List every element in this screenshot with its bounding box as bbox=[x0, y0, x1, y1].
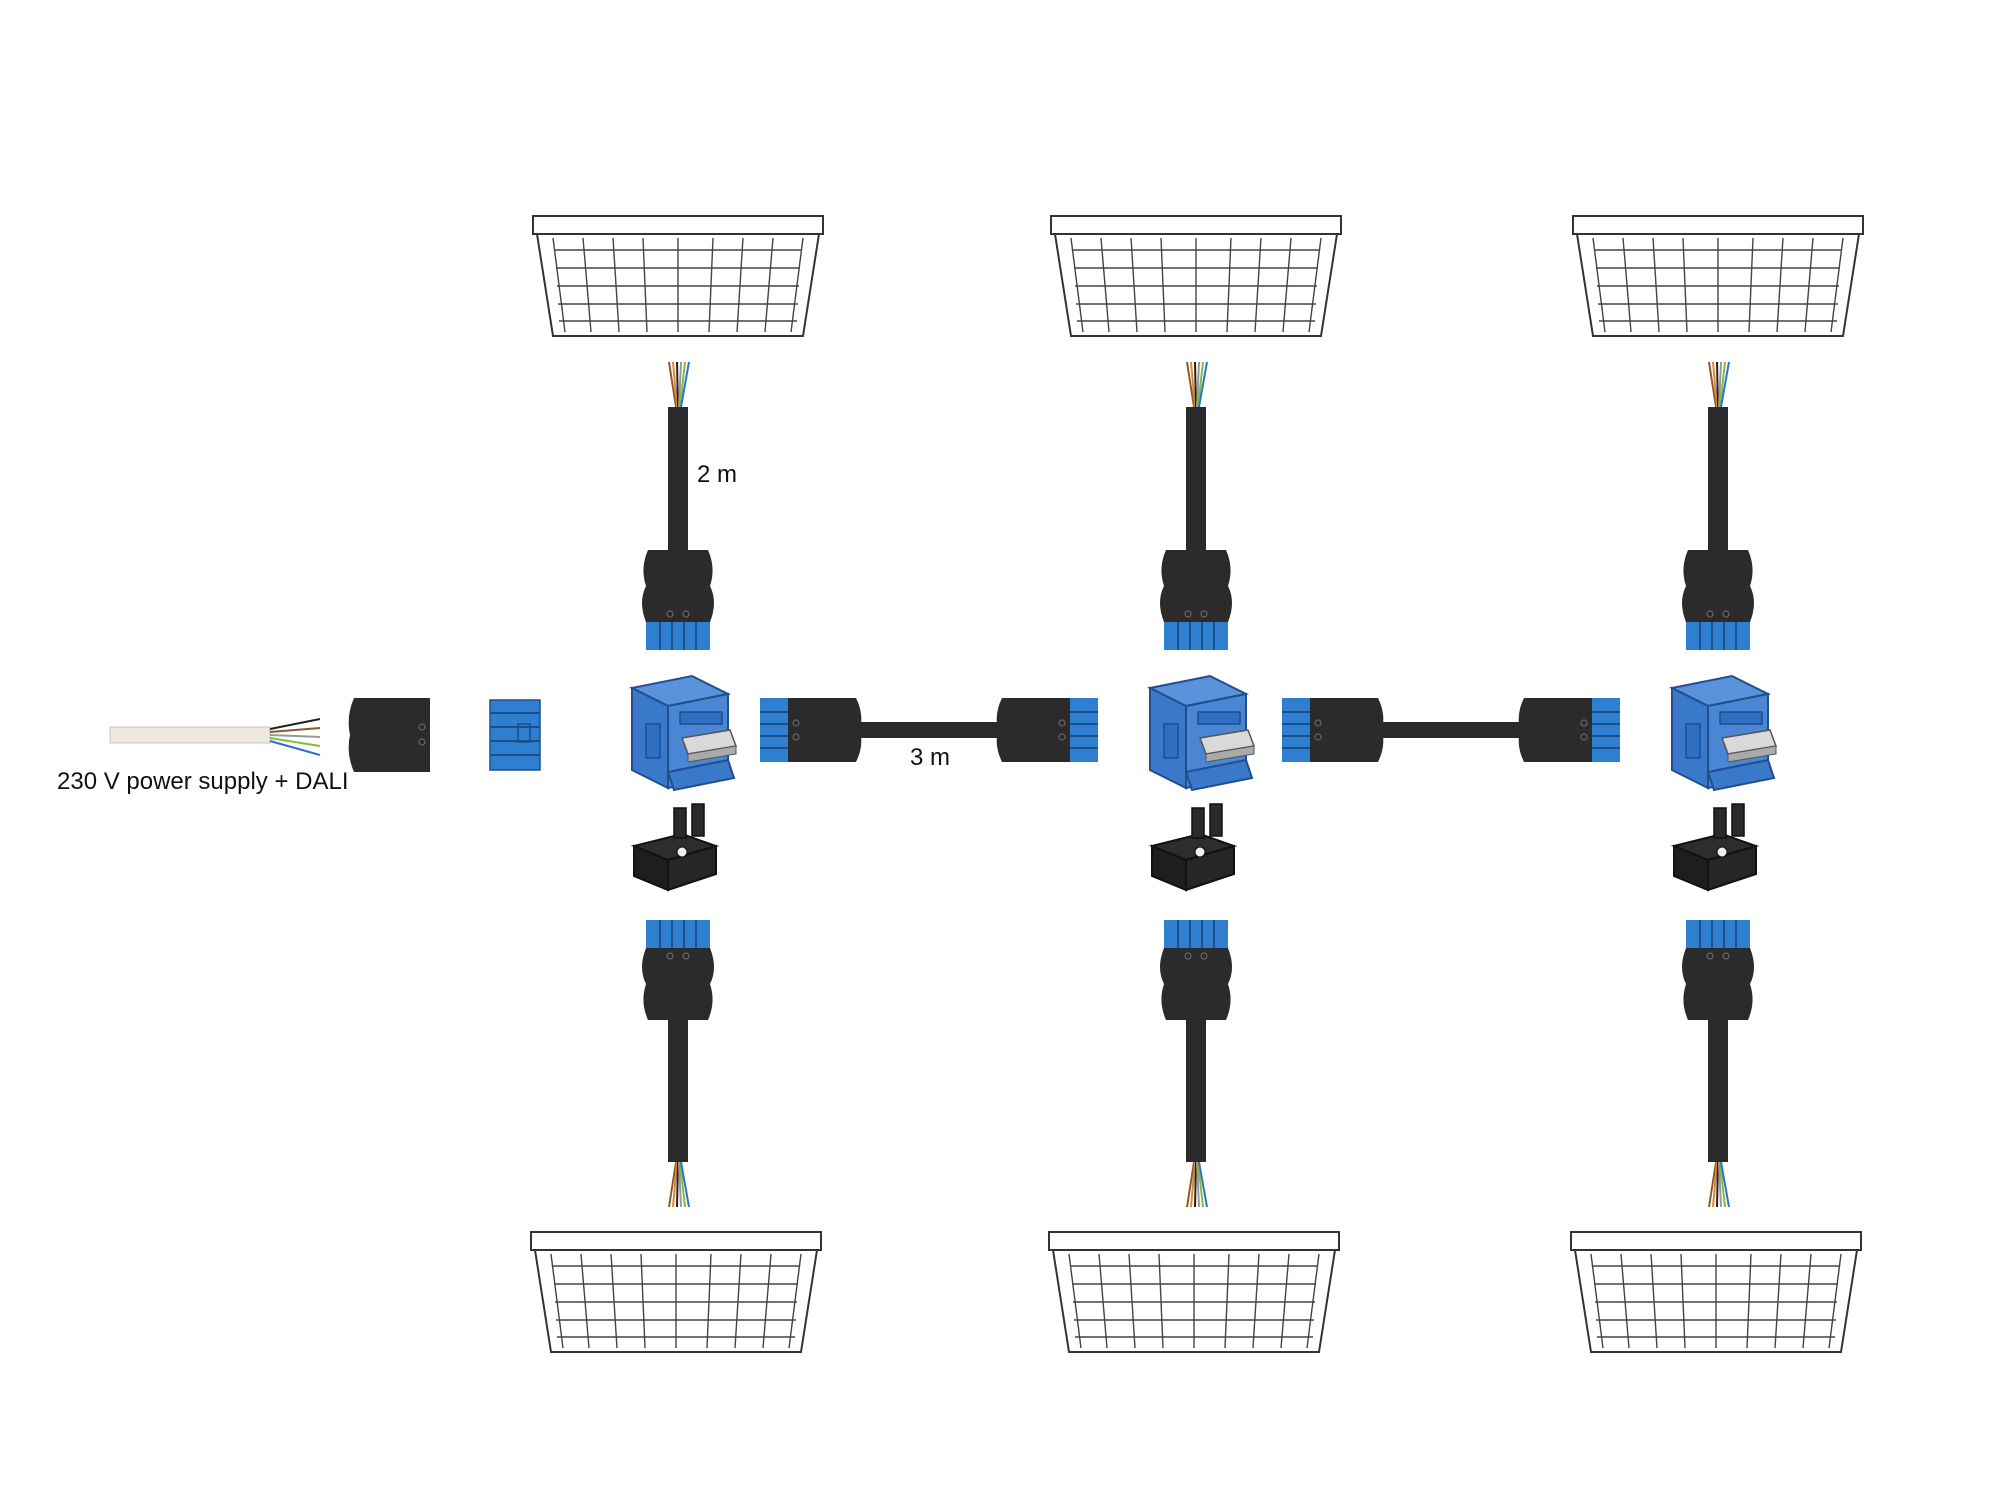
wire-fan bbox=[1708, 361, 1730, 408]
node-2 bbox=[1048, 215, 1342, 1353]
wire-fan bbox=[1186, 1161, 1208, 1208]
luminaire-icon bbox=[530, 1231, 822, 1353]
wire-fan bbox=[1186, 361, 1208, 408]
drop-cable bbox=[1186, 407, 1206, 554]
plug-connector-icon bbox=[995, 697, 1099, 763]
plug-connector-icon bbox=[1159, 919, 1233, 1021]
supply-cable bbox=[109, 718, 321, 756]
wire-fan bbox=[668, 1161, 690, 1208]
t-distributor-icon bbox=[1149, 675, 1255, 791]
locking-clip-icon bbox=[1673, 803, 1757, 891]
luminaire-icon bbox=[1050, 215, 1342, 337]
link-cable-2 bbox=[1281, 697, 1621, 763]
node-3 bbox=[1570, 215, 1864, 1353]
luminaire-icon bbox=[1570, 1231, 1862, 1353]
wire-fan bbox=[668, 361, 690, 408]
luminaire-icon bbox=[532, 215, 824, 337]
drop-length-label: 2 m bbox=[697, 461, 737, 488]
luminaire-icon bbox=[1048, 1231, 1340, 1353]
drop-cable bbox=[1708, 1016, 1728, 1162]
plug-connector-icon bbox=[1517, 697, 1621, 763]
link-length-label: 3 m bbox=[910, 744, 950, 771]
t-distributor-icon bbox=[631, 675, 737, 791]
link-cable-1 bbox=[759, 697, 1099, 763]
plug-connector-icon bbox=[1681, 919, 1755, 1021]
plug-connector-icon bbox=[641, 549, 715, 651]
supply-plug-insert bbox=[489, 699, 541, 771]
drop-cable bbox=[1186, 1016, 1206, 1162]
supply-label: 230 V power supply + DALI bbox=[57, 768, 349, 795]
t-distributor-icon bbox=[1671, 675, 1777, 791]
luminaire-icon bbox=[1572, 215, 1864, 337]
drop-cable bbox=[668, 1016, 688, 1162]
plug-connector-icon bbox=[1159, 549, 1233, 651]
plug-connector-icon bbox=[1681, 549, 1755, 651]
locking-clip-icon bbox=[633, 803, 717, 891]
drop-cable bbox=[668, 407, 688, 554]
plug-connector-icon bbox=[759, 697, 863, 763]
plug-connector-icon bbox=[1281, 697, 1385, 763]
wire-fan bbox=[1708, 1161, 1730, 1208]
plug-connector-icon bbox=[641, 919, 715, 1021]
locking-clip-icon bbox=[1151, 803, 1235, 891]
drop-cable bbox=[1708, 407, 1728, 554]
node-1 bbox=[530, 215, 824, 1353]
supply-socket-housing bbox=[348, 698, 430, 772]
